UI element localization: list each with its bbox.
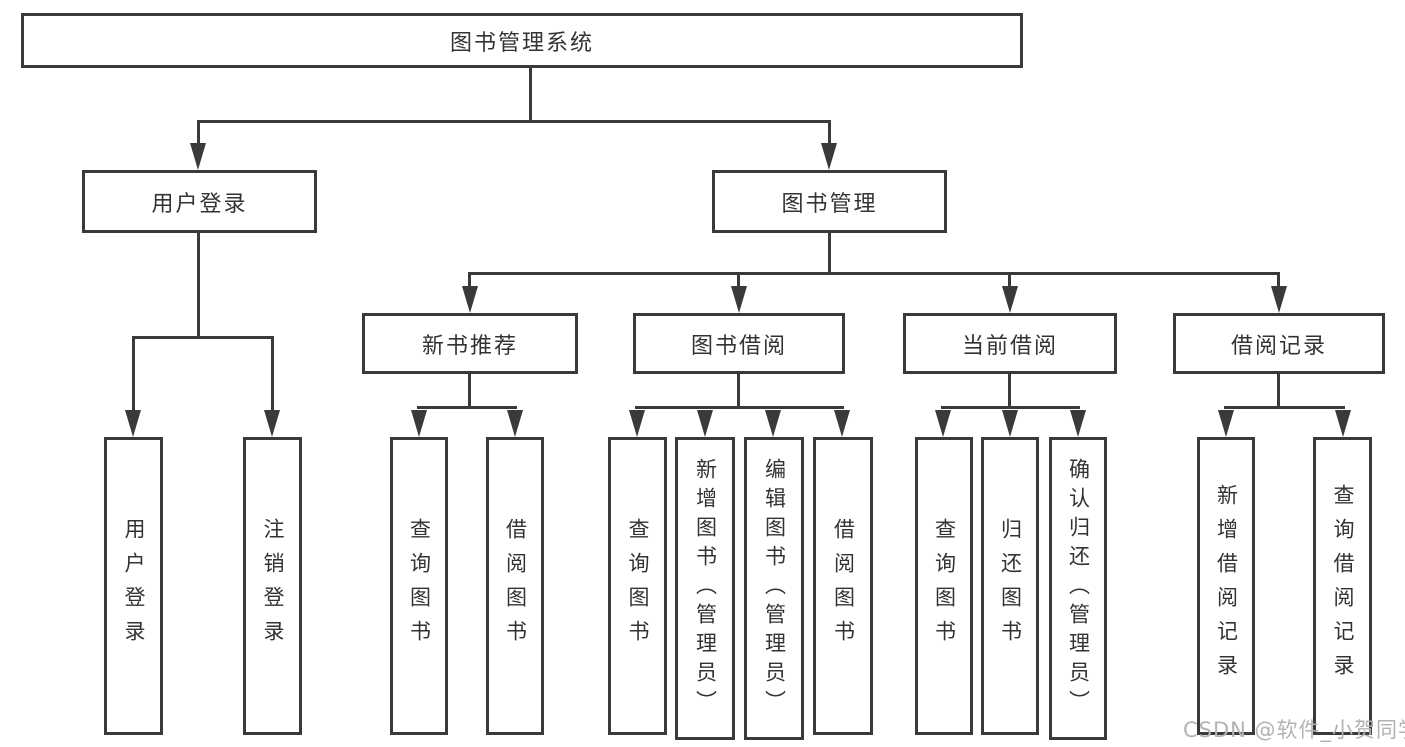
leaf-query-books-recommend: 查询图书 xyxy=(390,437,448,735)
connector-borrow-records-stem xyxy=(1277,374,1280,409)
node-borrow-records: 借阅记录 xyxy=(1173,313,1385,374)
arrowhead-down-icon xyxy=(1002,286,1018,313)
leaf-logout: 注销登录 xyxy=(243,437,302,735)
connector-level2-bus xyxy=(468,272,1280,275)
arrowhead-down-icon xyxy=(821,143,837,170)
connector-drop-current-borrow xyxy=(1008,272,1011,290)
leaf-user-login: 用户登录 xyxy=(104,437,163,735)
node-new-book-recommend: 新书推荐 xyxy=(362,313,578,374)
leaf-label: 确认归还（管理员） xyxy=(1066,458,1091,719)
node-user-login: 用户登录 xyxy=(82,170,317,233)
leaf-label: 查询图书 xyxy=(626,518,650,654)
leaf-borrow-books-borrow: 借阅图书 xyxy=(813,437,873,735)
arrowhead-down-icon xyxy=(1218,410,1234,437)
connector-book-management-stem xyxy=(828,233,831,275)
connector-drop-user-login xyxy=(197,120,200,146)
leaf-add-borrow-record: 新增借阅记录 xyxy=(1197,437,1255,735)
leaf-label: 借阅图书 xyxy=(831,518,856,654)
connector-new-book-bus xyxy=(417,406,517,409)
node-book-borrow: 图书借阅 xyxy=(633,313,845,374)
arrowhead-down-icon xyxy=(629,410,645,437)
connector-user-login-stem xyxy=(197,233,200,338)
leaf-label: 查询图书 xyxy=(932,518,957,654)
node-library-management-system: 图书管理系统 xyxy=(21,13,1023,68)
csdn-watermark: CSDN @软件_小贺同学 xyxy=(1183,718,1405,742)
arrowhead-down-icon xyxy=(1070,410,1086,437)
leaf-query-books-current: 查询图书 xyxy=(915,437,973,735)
connector-borrow-records-bus xyxy=(1224,406,1345,409)
connector-root-stem xyxy=(529,68,532,123)
arrowhead-down-icon xyxy=(935,410,951,437)
leaf-query-books-borrow: 查询图书 xyxy=(608,437,667,735)
arrowhead-down-icon xyxy=(125,410,141,437)
connector-current-borrow-stem xyxy=(1008,374,1011,409)
leaf-query-borrow-record: 查询借阅记录 xyxy=(1313,437,1372,735)
arrowhead-down-icon xyxy=(765,410,781,437)
arrowhead-down-icon xyxy=(190,143,206,170)
leaf-label: 查询图书 xyxy=(407,518,432,654)
arrowhead-down-icon xyxy=(462,286,478,313)
leaf-label: 归还图书 xyxy=(998,518,1023,654)
node-book-management: 图书管理 xyxy=(712,170,947,233)
connector-new-book-stem xyxy=(468,374,471,409)
connector-book-borrow-stem xyxy=(737,374,740,409)
connector-current-borrow-bus xyxy=(941,406,1080,409)
connector-book-borrow-bus xyxy=(635,406,844,409)
arrowhead-down-icon xyxy=(411,410,427,437)
leaf-label: 新增借阅记录 xyxy=(1214,484,1239,688)
leaf-label: 注销登录 xyxy=(261,518,285,654)
leaf-label: 编辑图书（管理员） xyxy=(762,458,787,719)
leaf-confirm-return-admin: 确认归还（管理员） xyxy=(1049,437,1107,740)
connector-drop-leaf-user-login xyxy=(132,336,135,412)
leaf-return-books: 归还图书 xyxy=(981,437,1039,735)
connector-drop-book-borrow xyxy=(737,272,740,290)
leaf-label: 用户登录 xyxy=(122,518,146,654)
connector-level1-bus xyxy=(197,120,831,123)
connector-drop-book-management xyxy=(828,120,831,146)
arrowhead-down-icon xyxy=(1271,286,1287,313)
arrowhead-down-icon xyxy=(1335,410,1351,437)
leaf-label: 查询借阅记录 xyxy=(1331,484,1355,688)
arrowhead-down-icon xyxy=(697,410,713,437)
node-current-borrow: 当前借阅 xyxy=(903,313,1117,374)
connector-user-login-bus xyxy=(132,336,274,339)
arrowhead-down-icon xyxy=(1002,410,1018,437)
connector-drop-new-book xyxy=(468,272,471,290)
leaf-label: 借阅图书 xyxy=(503,518,528,654)
connector-drop-borrow-records xyxy=(1277,272,1280,290)
leaf-add-book-admin: 新增图书（管理员） xyxy=(675,437,735,740)
connector-drop-leaf-logout xyxy=(271,336,274,412)
arrowhead-down-icon xyxy=(731,286,747,313)
leaf-label: 新增图书（管理员） xyxy=(693,458,718,719)
leaf-borrow-books-recommend: 借阅图书 xyxy=(486,437,544,735)
arrowhead-down-icon xyxy=(264,410,280,437)
leaf-edit-book-admin: 编辑图书（管理员） xyxy=(744,437,804,740)
arrowhead-down-icon xyxy=(507,410,523,437)
arrowhead-down-icon xyxy=(834,410,850,437)
